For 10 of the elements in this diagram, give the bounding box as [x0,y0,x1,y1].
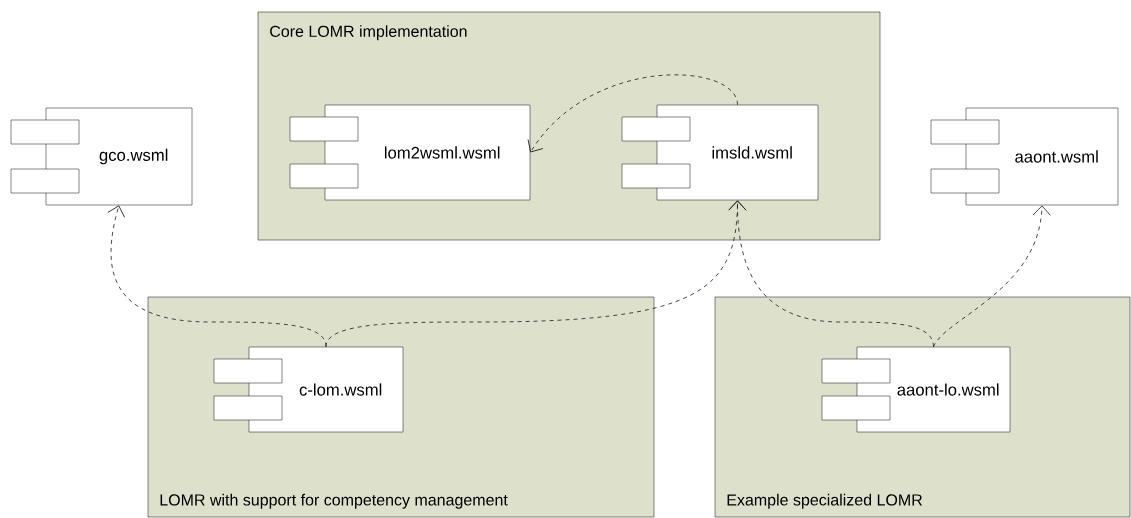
component-box: aaont.wsml [930,107,1119,206]
dependency-arrow [527,74,738,153]
dependency-arrow [933,205,1051,348]
component-box: aaont-lo.wsml [821,346,1011,433]
dependency-arrow [728,200,934,348]
component-box: c-lom.wsml [213,346,404,433]
component-box: lom2wsml.wsml [289,104,531,201]
component-box: imsld.wsml [621,104,819,201]
dependency-arrow [107,205,327,348]
component-box: gco.wsml [10,107,193,206]
